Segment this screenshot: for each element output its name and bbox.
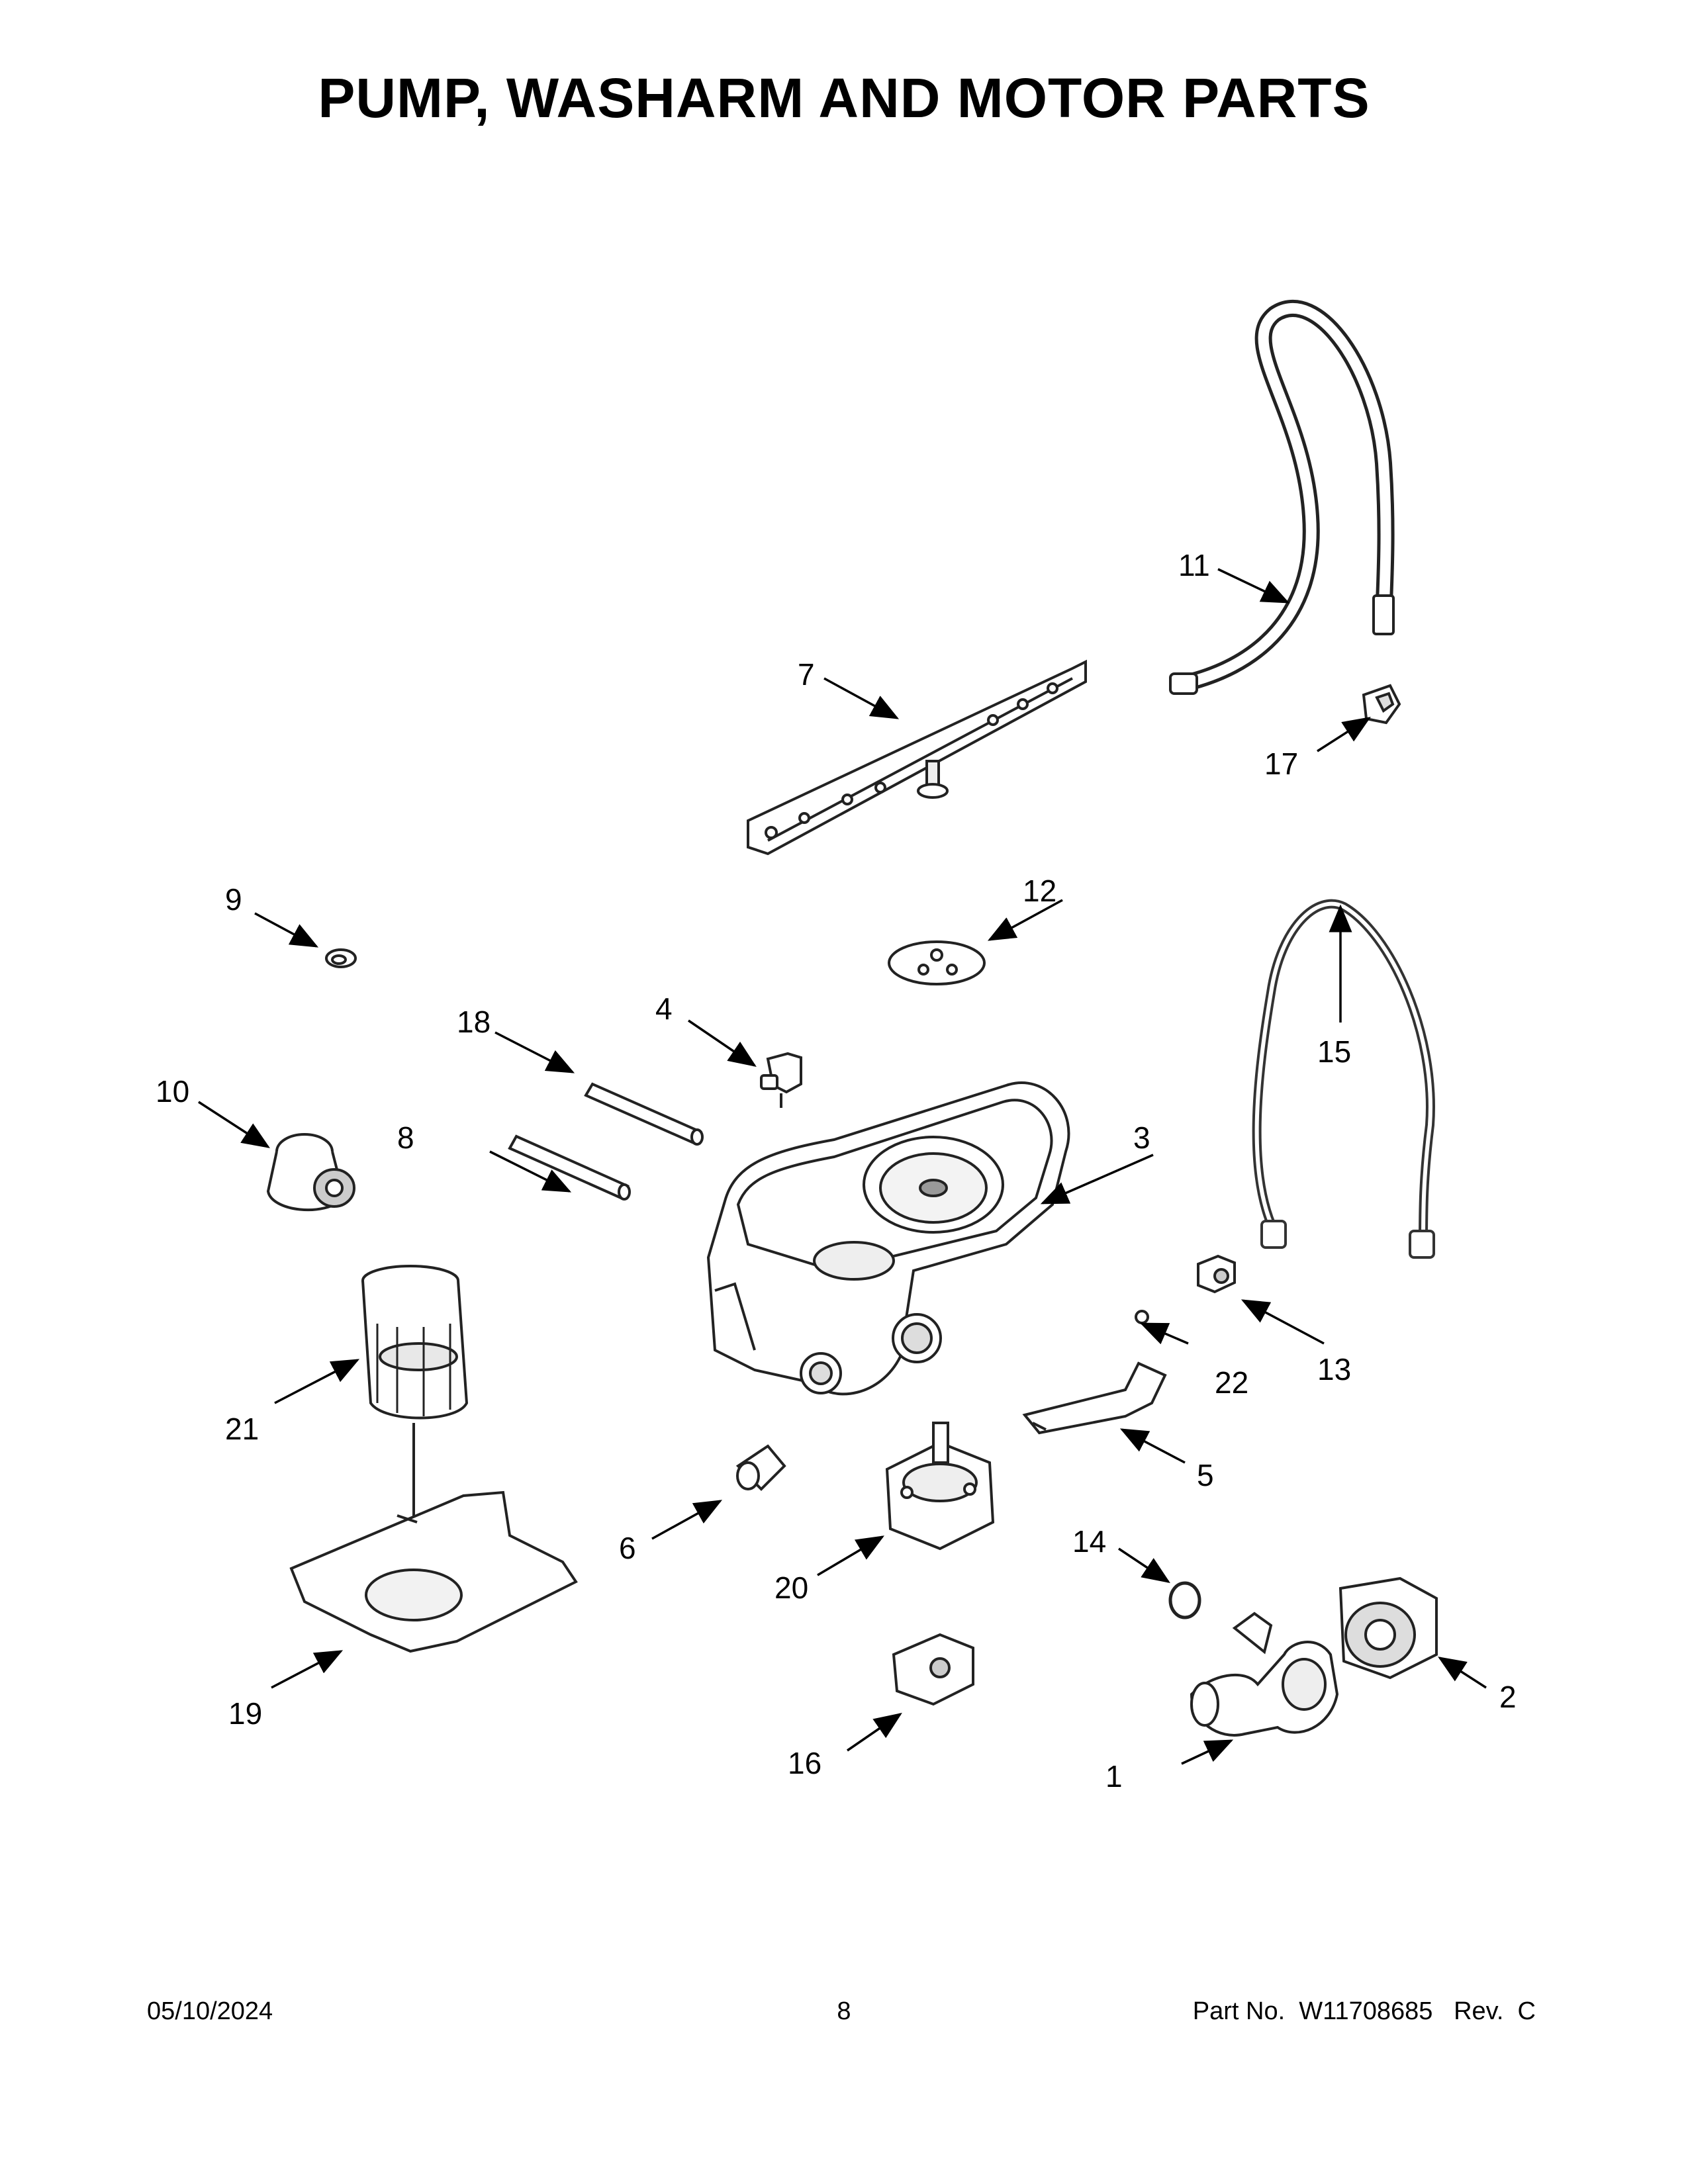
callout-4: 4 xyxy=(655,991,673,1026)
callout-2: 2 xyxy=(1499,1680,1517,1714)
footer-part-info: Part No. W11708685 Rev. C xyxy=(1193,1997,1536,2026)
footer-page-number: 8 xyxy=(837,1997,851,2025)
part-disc xyxy=(888,940,986,985)
part-lower-washarm xyxy=(747,659,1087,856)
callout-22: 22 xyxy=(1215,1365,1248,1400)
callout-8: 8 xyxy=(397,1120,414,1155)
callout-17: 17 xyxy=(1264,747,1298,781)
footer-date: 05/10/2024 xyxy=(147,1997,273,2025)
callout-15: 15 xyxy=(1317,1034,1351,1069)
callout-7: 7 xyxy=(798,657,815,692)
callout-21: 21 xyxy=(225,1412,259,1446)
part-drain-pump xyxy=(892,1633,974,1706)
callout-5: 5 xyxy=(1197,1458,1214,1492)
part-motor xyxy=(1338,1576,1438,1680)
part-filter xyxy=(361,1265,469,1552)
callout-3: 3 xyxy=(1133,1120,1150,1155)
callout-11: 11 xyxy=(1178,548,1210,582)
callout-10: 10 xyxy=(156,1074,189,1109)
part-hose-clip xyxy=(1362,684,1401,725)
part-inlet-hose xyxy=(1252,899,1435,1259)
part-clamp xyxy=(1168,1581,1201,1619)
callout-19: 19 xyxy=(228,1696,262,1731)
part-filter-cap xyxy=(266,1133,355,1212)
rev-value: C xyxy=(1517,1997,1536,2025)
callout-1: 1 xyxy=(1105,1759,1123,1794)
part-check-valve xyxy=(1197,1254,1236,1294)
page-title: PUMP, WASHARM AND MOTOR PARTS xyxy=(318,67,1370,129)
callout-16: 16 xyxy=(788,1746,821,1780)
part-tubes xyxy=(508,1082,704,1201)
callout-labels: 1 2 3 4 5 6 7 8 9 10 11 12 13 14 15 16 1… xyxy=(156,548,1517,1794)
part-pump-housing xyxy=(1190,1612,1339,1737)
callout-9: 9 xyxy=(225,882,242,917)
part-sensor xyxy=(760,1052,802,1108)
rev-label: Rev. xyxy=(1454,1997,1504,2025)
part-number: W11708685 xyxy=(1299,1997,1433,2025)
part-filter-plate xyxy=(289,1490,578,1653)
part-small-nut xyxy=(1135,1310,1149,1324)
leader-lines xyxy=(198,568,1487,1765)
part-coupling xyxy=(735,1444,786,1491)
callout-18: 18 xyxy=(457,1005,491,1039)
part-label: Part No. xyxy=(1192,1997,1286,2025)
part-bracket xyxy=(1022,1361,1167,1435)
part-heater xyxy=(885,1422,995,1551)
callout-12: 12 xyxy=(1023,874,1056,908)
callout-13: 13 xyxy=(1317,1352,1351,1387)
part-small-clip xyxy=(325,948,357,968)
part-drain-hose xyxy=(1169,300,1395,695)
part-sump xyxy=(706,1081,1070,1396)
callout-20: 20 xyxy=(774,1570,808,1605)
callout-6: 6 xyxy=(619,1531,636,1565)
callout-14: 14 xyxy=(1072,1524,1106,1559)
